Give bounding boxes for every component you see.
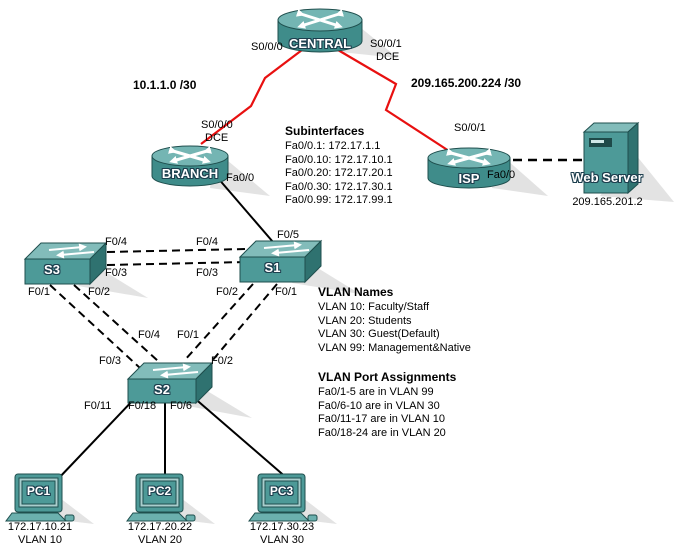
s1-port-f0-4-label: F0/4 xyxy=(196,236,219,248)
pc2-ip: 172.17.20.22 xyxy=(127,521,193,533)
pc1-icon[interactable] xyxy=(5,473,75,522)
s2-port-f0-4-label: F0/4 xyxy=(138,329,161,341)
pc1-vlan: VLAN 10 xyxy=(17,534,63,546)
branch-port-fa0-0-label: Fa0/0 xyxy=(226,172,255,184)
pc3-vlan: VLAN 30 xyxy=(259,534,305,546)
subinterface-line: Fa0/0.10: 172.17.10.1 xyxy=(285,153,393,166)
network-10-1-1-0-label: 10.1.1.0 /30 xyxy=(133,78,197,92)
branch-label: BRANCH xyxy=(161,166,219,181)
subinterfaces-note: Subinterfaces Fa0/0.1: 172.17.1.1 Fa0/0.… xyxy=(285,124,393,207)
s3-port-f0-3-label: F0/3 xyxy=(105,267,128,279)
web-server-icon[interactable] xyxy=(582,121,640,195)
pc2-icon[interactable] xyxy=(126,473,196,522)
isp-port-s0-0-1-label: S0/0/1 xyxy=(454,122,486,134)
s2-port-f0-3-label: F0/3 xyxy=(99,355,122,367)
pc2-label: PC2 xyxy=(147,484,172,498)
web-server-ip: 209.165.201.2 xyxy=(572,196,643,208)
s2-label: S2 xyxy=(154,382,170,397)
s3-port-f0-2-label: F0/2 xyxy=(88,286,111,298)
vlan-name-line: VLAN 10: Faculty/Staff xyxy=(318,301,430,314)
pc3-label: PC3 xyxy=(269,484,294,498)
subinterfaces-title: Subinterfaces xyxy=(285,124,365,138)
central-port-s0-0-1-label: S0/0/1 xyxy=(370,38,402,50)
subinterface-line: Fa0/0.20: 172.17.20.1 xyxy=(285,167,393,180)
s1-port-f0-3-label: F0/3 xyxy=(196,267,219,279)
vlan-port-line: Fa0/18-24 are in VLAN 20 xyxy=(318,426,446,439)
s3-port-f0-4-label: F0/4 xyxy=(105,236,128,248)
router-isp-icon[interactable] xyxy=(427,147,511,189)
vlan-port-line: Fa0/6-10 are in VLAN 30 xyxy=(318,399,440,412)
vlan-names-note: VLAN Names VLAN 10: Faculty/Staff VLAN 2… xyxy=(318,285,471,355)
s2-port-f0-6-label: F0/6 xyxy=(170,400,193,412)
web-server-label: Web Server xyxy=(571,170,643,185)
network-209-165-200-224-label: 209.165.200.224 /30 xyxy=(411,76,522,90)
central-label: CENTRAL xyxy=(288,36,352,51)
branch-dce-label: DCE xyxy=(205,132,229,144)
s1-port-f0-2-label: F0/2 xyxy=(216,286,239,298)
s1-label: S1 xyxy=(264,260,281,275)
pc1-label: PC1 xyxy=(26,484,51,498)
s2-port-f0-2-label: F0/2 xyxy=(211,355,234,367)
s1-port-f0-1-label: F0/1 xyxy=(275,286,298,298)
s2-port-f0-1-label: F0/1 xyxy=(177,329,200,341)
vlan-port-line: Fa0/1-5 are in VLAN 99 xyxy=(318,386,434,399)
central-port-s0-0-0-label: S0/0/0 xyxy=(251,41,283,53)
vlan-port-line: Fa0/11-17 are in VLAN 10 xyxy=(318,413,445,426)
vlan-port-assignments-title: VLAN Port Assignments xyxy=(318,370,457,384)
subinterface-line: Fa0/0.99: 172.17.99.1 xyxy=(285,194,393,207)
s3-label: S3 xyxy=(44,262,60,277)
serial-link-central-isp xyxy=(337,49,450,152)
serial-link-central-branch xyxy=(200,49,303,145)
vlan-name-line: VLAN 99: Management&Native xyxy=(318,341,471,354)
router-central-icon[interactable] xyxy=(277,8,363,53)
pc2-vlan: VLAN 20 xyxy=(137,534,183,546)
vlan-name-line: VLAN 30: Guest(Default) xyxy=(318,328,440,341)
isp-port-fa0-0-label: Fa0/0 xyxy=(487,169,516,181)
router-branch-icon[interactable] xyxy=(151,145,229,187)
access-link-s2-pc1 xyxy=(56,395,138,481)
trunk-links-s1-s2 xyxy=(183,283,278,369)
switch-s2-icon[interactable] xyxy=(126,361,214,405)
vlan-names-title: VLAN Names xyxy=(318,285,394,299)
s2-port-f0-11-label: F0/11 xyxy=(84,400,112,412)
trunk-links-s3-s2 xyxy=(49,284,159,369)
s2-port-f0-18-label: F0/18 xyxy=(128,400,157,412)
isp-label: ISP xyxy=(458,171,480,186)
branch-port-s0-0-0-label: S0/0/0 xyxy=(201,119,233,131)
switch-s1-icon[interactable] xyxy=(238,239,323,284)
s1-port-f0-5-label: F0/5 xyxy=(277,229,300,241)
switch-s3-icon[interactable] xyxy=(23,241,108,286)
ethernet-link-branch-s1 xyxy=(216,176,274,243)
pc3-icon[interactable] xyxy=(248,473,318,522)
trunk-links-s3-s1 xyxy=(106,248,247,266)
subinterface-line: Fa0/0.1: 172.17.1.1 xyxy=(285,140,381,153)
pc1-ip: 172.17.10.21 xyxy=(7,521,73,533)
pc3-ip: 172.17.30.23 xyxy=(249,521,315,533)
central-dce-label: DCE xyxy=(376,51,400,63)
s3-port-f0-1-label: F0/1 xyxy=(28,286,51,298)
vlan-name-line: VLAN 20: Students xyxy=(318,314,412,327)
vlan-port-assignments-note: VLAN Port Assignments Fa0/1-5 are in VLA… xyxy=(318,370,457,440)
subinterface-line: Fa0/0.30: 172.17.30.1 xyxy=(285,180,393,193)
access-link-s2-pc3 xyxy=(191,395,289,480)
